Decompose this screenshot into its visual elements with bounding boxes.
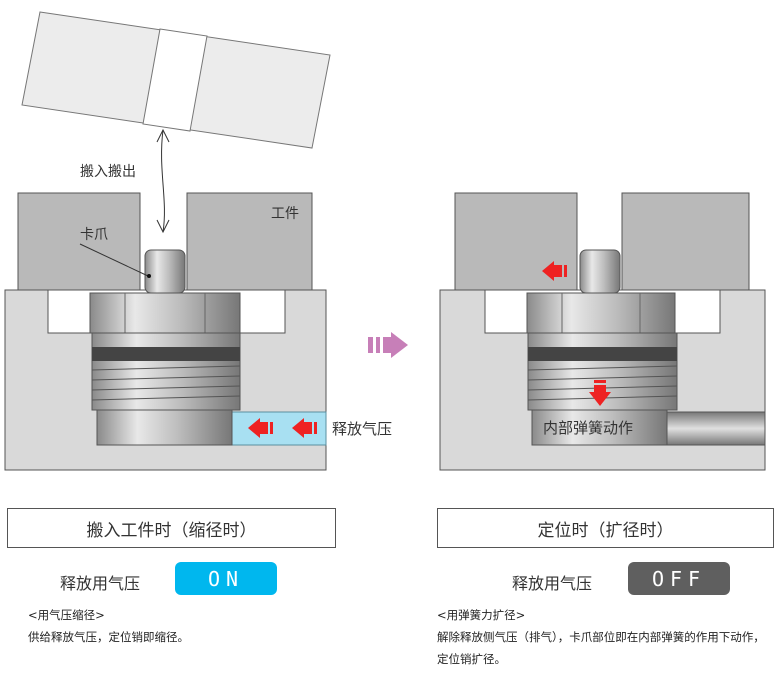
right-text: 解除释放侧气压（排气），卡爪部位即在内部弹簧的作用下动作，定位销扩径。 [437,630,765,666]
load-unload-label: 搬入搬出 [80,164,136,180]
right-description: <用弹簧力扩径> 解除释放侧气压（排气），卡爪部位即在内部弹簧的作用下动作，定位… [437,604,775,670]
right-panel-title: 定位时（扩径时） [437,508,774,548]
left-heading: <用气压缩径> [28,608,105,622]
load-unload-arrow [156,128,170,234]
air-off-indicator: OFF [628,562,730,595]
spring-action-label: 内部弹簧动作 [543,419,634,437]
workpiece-label: 工件 [271,206,299,222]
release-air-label: 释放气压 [332,420,393,438]
left-panel-title: 搬入工件时（缩径时） [7,508,336,548]
right-heading: <用弹簧力扩径> [437,608,526,622]
left-description: <用气压缩径> 供给释放气压，定位销即缩径。 [28,604,189,648]
workpiece-being-loaded [21,11,331,149]
right-assembly [439,192,766,471]
left-assembly [4,192,327,471]
diagram-graphics [4,11,766,471]
left-text: 供给释放气压，定位销即缩径。 [28,630,189,644]
claw-label: 卡爪 [80,227,108,243]
air-on-indicator: ON [175,562,277,595]
left-air-label: 释放用气压 [60,574,141,593]
right-air-label: 释放用气压 [512,574,593,593]
transition-arrow [368,332,408,358]
